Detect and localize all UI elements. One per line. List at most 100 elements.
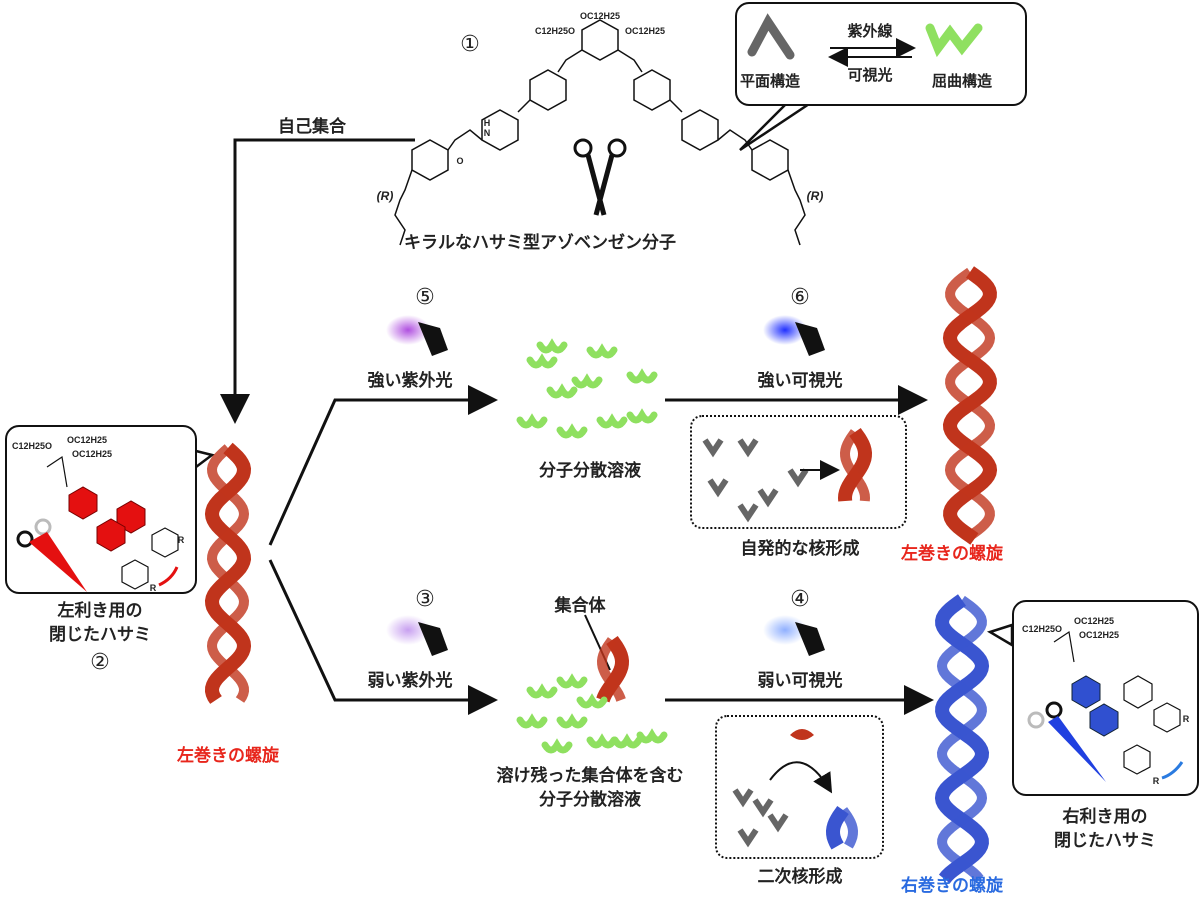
secondary-nucleation-arrow xyxy=(769,761,833,794)
lower-branch-arrow xyxy=(268,559,498,715)
strong-visible-label: 強い可視光 xyxy=(757,371,843,391)
chem-label: H xyxy=(483,118,491,128)
upper-helix-label: 左巻きの螺旋 xyxy=(901,544,1003,564)
chem-label: OC12H25 xyxy=(1073,616,1115,626)
bent-molecule xyxy=(636,728,668,744)
left-scissors-molecule xyxy=(16,455,179,592)
left-scissors-label-2: 閉じたハサミ xyxy=(49,625,151,645)
planar-molecule xyxy=(767,813,789,833)
upper-right-helix-strand xyxy=(944,267,996,544)
bent-molecule xyxy=(541,738,573,754)
seed-helix-strand xyxy=(838,807,859,849)
step-6: ⑥ xyxy=(790,285,810,310)
spontaneous-nucleation-box xyxy=(690,415,907,529)
nucleus-helix-strand xyxy=(837,427,873,502)
lower-helix-label: 右巻きの螺旋 xyxy=(901,876,1003,896)
chem-label: R xyxy=(177,535,185,545)
bent-molecule xyxy=(556,673,588,689)
bent-molecule xyxy=(586,733,618,749)
residual-solution-label-2: 分子分散溶液 xyxy=(539,790,641,810)
left-helix-strand xyxy=(206,444,250,703)
spontaneous-nucleation-label: 自発的な核形成 xyxy=(740,539,860,559)
chem-label: C12H25O xyxy=(1021,624,1063,634)
aggregate-label: 集合体 xyxy=(554,596,606,616)
bent-molecule xyxy=(586,343,618,359)
left-helix-label: 左巻きの螺旋 xyxy=(177,746,279,766)
bent-molecule xyxy=(526,683,558,699)
chem-label: OC12H25 xyxy=(1078,630,1120,640)
step-5: ⑤ xyxy=(415,285,435,310)
lower-right-helix-strand xyxy=(936,595,988,883)
planar-molecule xyxy=(757,488,779,508)
right-handed-scissors-callout: C12H25O OC12H25 OC12H25 R R xyxy=(1012,600,1199,796)
right-scissors-label-2: 閉じたハサミ xyxy=(1054,831,1156,851)
callout-tail-right xyxy=(986,623,1014,648)
planar-molecule xyxy=(737,438,759,458)
chem-label: OC12H25 xyxy=(66,435,108,445)
bent-molecule xyxy=(576,693,608,709)
planar-molecule xyxy=(702,438,724,458)
solution-label: 分子分散溶液 xyxy=(539,461,641,481)
chem-label: N xyxy=(483,128,491,138)
chem-label: OC12H25 xyxy=(624,26,666,36)
aggregate-strand xyxy=(596,637,626,702)
chem-label: OC12H25 xyxy=(579,11,621,21)
uv-label: 紫外線 xyxy=(847,22,893,40)
aggregate-seed xyxy=(790,729,814,740)
bent-molecule xyxy=(596,413,628,429)
chem-label: C12H25O xyxy=(534,26,576,36)
self-assembly-label: 自己集合 xyxy=(278,117,346,137)
weak-visible-flashlight-icon xyxy=(763,615,825,656)
chem-label: (R) xyxy=(806,189,824,203)
planar-molecule xyxy=(737,828,759,848)
secondary-nucleation-label: 二次核形成 xyxy=(757,867,843,887)
residual-solution-label-1: 溶け残った集合体を含む xyxy=(496,766,684,786)
planar-molecule xyxy=(732,788,754,808)
bent-molecule xyxy=(571,373,603,389)
step-2: ② xyxy=(90,650,110,675)
chem-label: R xyxy=(1152,776,1160,786)
upper-branch-arrow xyxy=(268,385,498,546)
chem-label: R xyxy=(149,583,157,593)
planar-molecule xyxy=(707,478,729,498)
secondary-nucleation-box xyxy=(715,715,884,859)
scissors-icon xyxy=(573,138,627,216)
chem-label: OC12H25 xyxy=(71,449,113,459)
planar-molecule xyxy=(787,468,809,488)
aggregate-strand xyxy=(596,635,630,703)
planar-molecule xyxy=(737,503,759,523)
self-assembly-arrow xyxy=(220,138,415,424)
bent-molecule xyxy=(556,423,588,439)
weak-uv-flashlight-icon xyxy=(386,615,448,656)
bent-molecule xyxy=(536,338,568,354)
bent-molecule xyxy=(516,713,548,729)
bent-label: 屈曲構造 xyxy=(931,72,993,90)
bent-molecule xyxy=(556,713,588,729)
weak-uv-label: 弱い紫外光 xyxy=(367,671,453,691)
seed-helix-strand xyxy=(825,805,849,850)
planar-molecule xyxy=(752,798,774,818)
bent-molecule xyxy=(516,413,548,429)
bent-molecule xyxy=(526,353,558,369)
planar-label: 平面構造 xyxy=(739,72,801,90)
step-3: ③ xyxy=(415,587,435,612)
left-handed-scissors-callout: C12H25O OC12H25 OC12H25 R R xyxy=(5,425,197,594)
vis-label: 可視光 xyxy=(847,66,893,84)
callout-tail-top xyxy=(739,98,820,152)
bent-molecule xyxy=(546,383,578,399)
strong-uv-flashlight-icon xyxy=(386,315,448,356)
step-4: ④ xyxy=(790,587,810,612)
strong-uv-label: 強い紫外光 xyxy=(367,371,453,391)
chem-label: (R) xyxy=(376,189,394,203)
right-scissors-molecule xyxy=(1027,630,1184,782)
strong-visible-flashlight-icon xyxy=(763,315,825,356)
bent-molecule xyxy=(611,733,643,749)
chem-label: C12H25O xyxy=(11,441,53,451)
bent-molecule xyxy=(626,368,658,384)
chem-label: O xyxy=(456,156,464,166)
step-1: ① xyxy=(460,32,480,57)
molecule-caption: キラルなハサミ型アゾベンゼン分子 xyxy=(404,233,676,253)
nucleus-helix-strand xyxy=(839,429,871,502)
